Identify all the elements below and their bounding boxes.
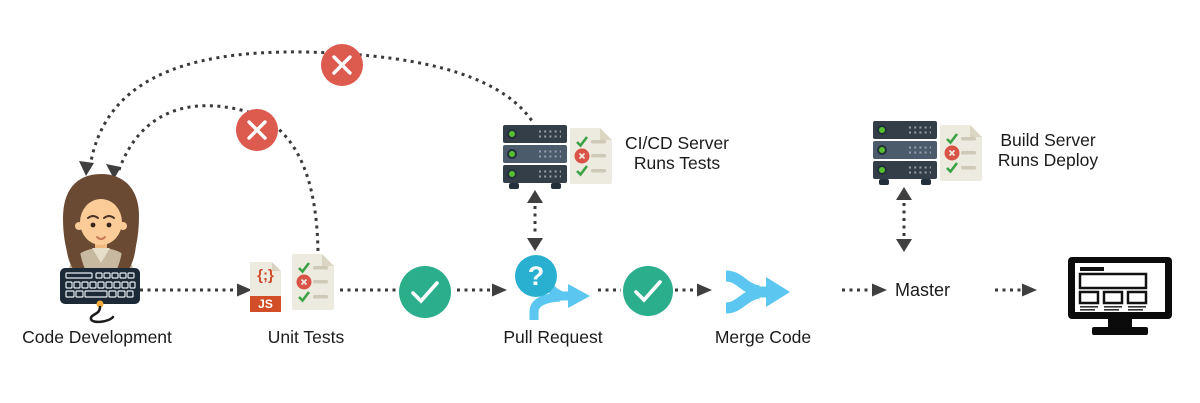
cicd-server-line1: CI/CD Server: [624, 133, 730, 153]
label-code-development: Code Development: [22, 327, 172, 347]
question-mark: ?: [527, 261, 545, 291]
arrowhead-to-developer: [79, 161, 94, 176]
check-circle-icon: [399, 266, 451, 318]
question-circle-icon: ?: [515, 255, 557, 297]
check-circle-icon: [623, 266, 673, 316]
cicd-server-label: CI/CD Server Runs Tests: [612, 133, 742, 173]
build-server-line1: Build Server: [1000, 130, 1096, 150]
build-server-label: Build Server Runs Deploy: [983, 130, 1113, 170]
cicd-server-rack-icon: [503, 125, 567, 189]
arrowhead: [237, 283, 252, 297]
x-circle-icon: [236, 109, 278, 151]
merge-arrow-icon: [725, 270, 790, 314]
arrowhead: [872, 283, 887, 297]
build-report-icon: [940, 125, 982, 181]
arrowhead-to-developer: [106, 164, 121, 179]
page-fold: [272, 262, 281, 271]
js-file-icon: {;} JS: [250, 262, 281, 312]
test-report-icon: [292, 254, 334, 310]
label-merge-code: Merge Code: [714, 327, 812, 347]
label-pull-request: Pull Request: [503, 327, 603, 347]
arrowhead-up: [527, 190, 543, 203]
fail-loop-unittests-to-developer: [117, 104, 320, 253]
label-unit-tests: Unit Tests: [267, 327, 345, 347]
cicd-server-line2: Runs Tests: [633, 153, 721, 173]
build-server-rack-icon: [873, 121, 937, 185]
developer-icon: [63, 174, 139, 272]
monitor-icon: [1068, 257, 1172, 335]
arrowhead: [1022, 283, 1037, 297]
arrowhead: [697, 283, 712, 297]
x-circle-icon: [321, 44, 363, 86]
arrowhead: [492, 283, 507, 297]
js-badge: JS: [250, 296, 281, 312]
arrowhead-down: [527, 238, 543, 251]
arrowhead-up: [896, 187, 912, 200]
cicd-report-icon: [570, 128, 612, 184]
label-master: Master: [895, 280, 951, 300]
fail-loop-cicd-to-developer: [88, 50, 536, 168]
arrowhead-down: [896, 239, 912, 252]
keyboard-icon: [60, 268, 140, 324]
js-braces-glyph: {;}: [257, 267, 274, 284]
build-server-line2: Runs Deploy: [997, 150, 1099, 170]
